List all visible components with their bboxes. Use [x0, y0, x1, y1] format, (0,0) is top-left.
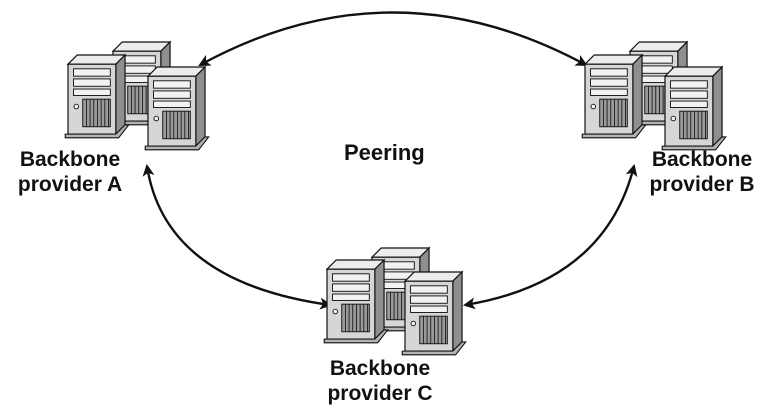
server-cluster-icon [581, 41, 727, 151]
provider-b-line2: provider B [649, 173, 755, 196]
peering-arrow-a-b [198, 11, 588, 67]
provider-a-line1: Backbone [19, 148, 121, 171]
server-icon [661, 66, 727, 151]
server-icon [323, 259, 389, 344]
provider-a-line2: provider A [17, 173, 123, 196]
provider-c-line2: provider C [327, 382, 433, 405]
server-icon [64, 54, 130, 139]
provider-a-label: Backbone provider A [0, 147, 140, 197]
server-cluster-icon [64, 41, 210, 151]
provider-b-line1: Backbone [651, 148, 753, 171]
peering-arrow-a-c [142, 164, 332, 310]
peering-arrow-b-c [463, 164, 638, 310]
server-icon [581, 54, 647, 139]
provider-b-label: Backbone provider B [632, 147, 772, 197]
provider-c-line1: Backbone [329, 357, 431, 380]
server-icon [401, 271, 467, 356]
provider-c-label: Backbone provider C [310, 356, 450, 406]
peering-label: Peering [344, 140, 425, 165]
server-icon [144, 66, 210, 151]
server-cluster-icon [323, 247, 467, 356]
